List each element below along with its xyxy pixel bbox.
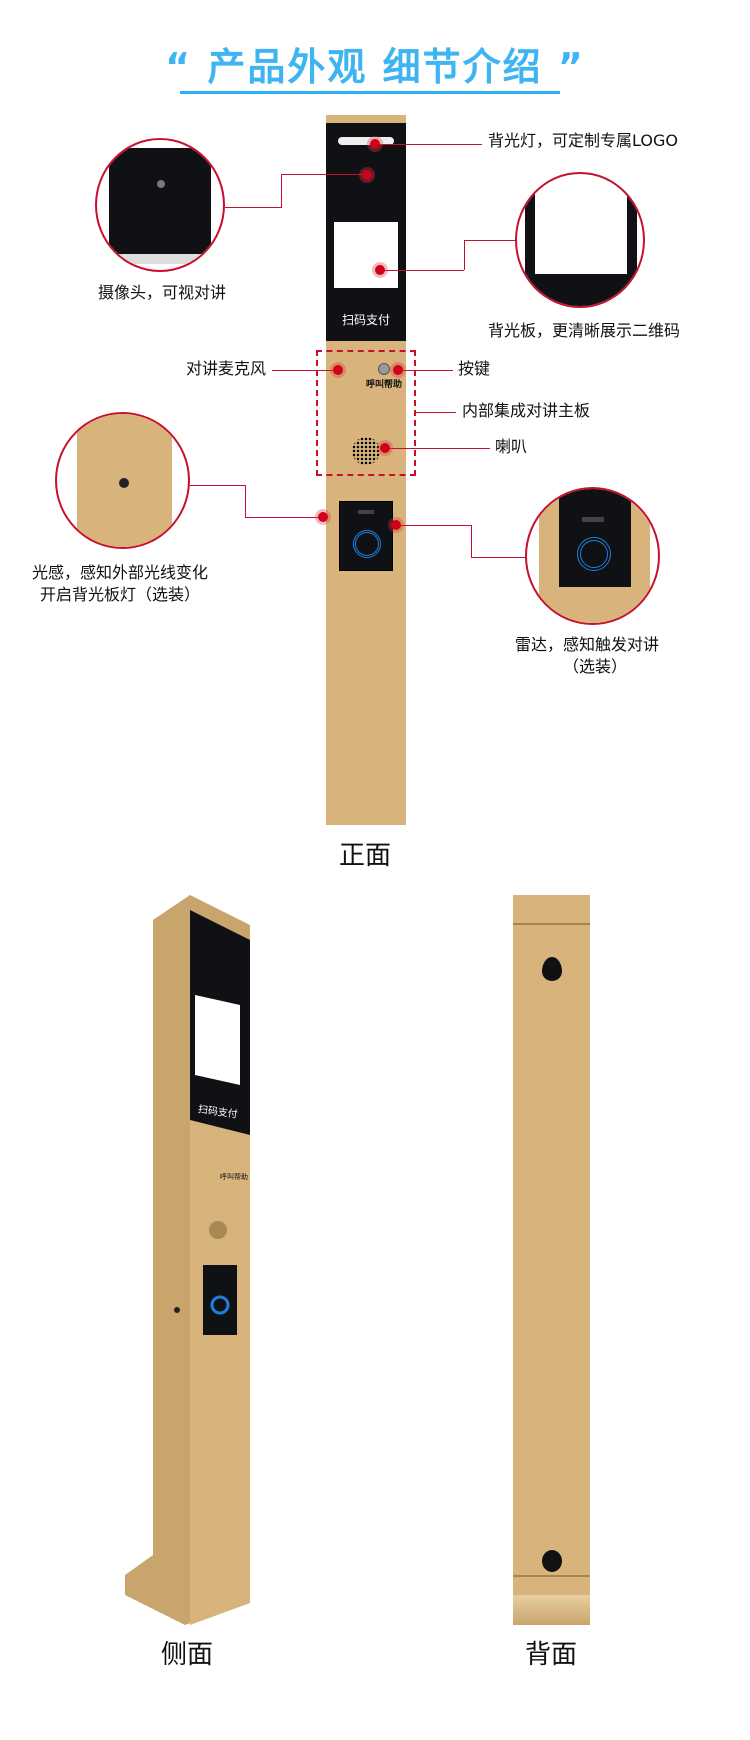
page-title: “ 产品外观 细节介绍 ” — [165, 45, 585, 89]
side-caption: 侧面 — [161, 1640, 214, 1670]
radar-card — [339, 501, 393, 571]
back-view — [513, 895, 590, 1625]
title-underline — [180, 91, 560, 94]
qr-panel — [334, 222, 398, 288]
back-caption: 背面 — [525, 1640, 578, 1670]
backlight-detail-circle — [515, 172, 645, 308]
side-button-label: 呼叫帮助 — [220, 1173, 248, 1181]
label-speaker: 喇叭 — [495, 437, 528, 456]
label-mic: 对讲麦克风 — [186, 359, 267, 378]
label-board: 内部集成对讲主板 — [462, 401, 591, 420]
call-button[interactable] — [378, 363, 390, 375]
radar-icon — [353, 530, 381, 558]
label-radar-1: 雷达，感知触发对讲 — [515, 635, 660, 654]
light-sensor-detail-circle — [55, 412, 190, 549]
mount-hole-icon — [542, 1550, 562, 1572]
camera-detail-circle — [95, 138, 225, 272]
button-label: 呼叫帮助 — [366, 380, 403, 390]
label-button: 按键 — [458, 359, 491, 378]
mount-hole-icon — [542, 957, 562, 981]
screen-text: 扫码支付 — [341, 313, 390, 327]
label-radar-2: （选装） — [563, 657, 628, 676]
radar-detail-circle — [525, 487, 660, 625]
board-outline — [316, 350, 416, 476]
radar-icon — [577, 537, 611, 571]
label-camera: 摄像头，可视对讲 — [98, 283, 227, 302]
front-view: 扫码支付 呼叫帮助 — [326, 115, 406, 825]
label-light-sensor-1: 光感，感知外部光线变化 — [32, 563, 209, 582]
backlight-strip — [338, 137, 394, 145]
label-backlight: 背光灯，可定制专属LOGO — [488, 131, 678, 150]
front-caption: 正面 — [339, 841, 392, 871]
speaker-grille — [352, 437, 380, 465]
label-light-sensor-2: 开启背光板灯（选装） — [40, 585, 201, 604]
side-view: 扫码支付 呼叫帮助 — [125, 895, 255, 1625]
label-panel: 背光板，更清晰展示二维码 — [488, 321, 681, 340]
